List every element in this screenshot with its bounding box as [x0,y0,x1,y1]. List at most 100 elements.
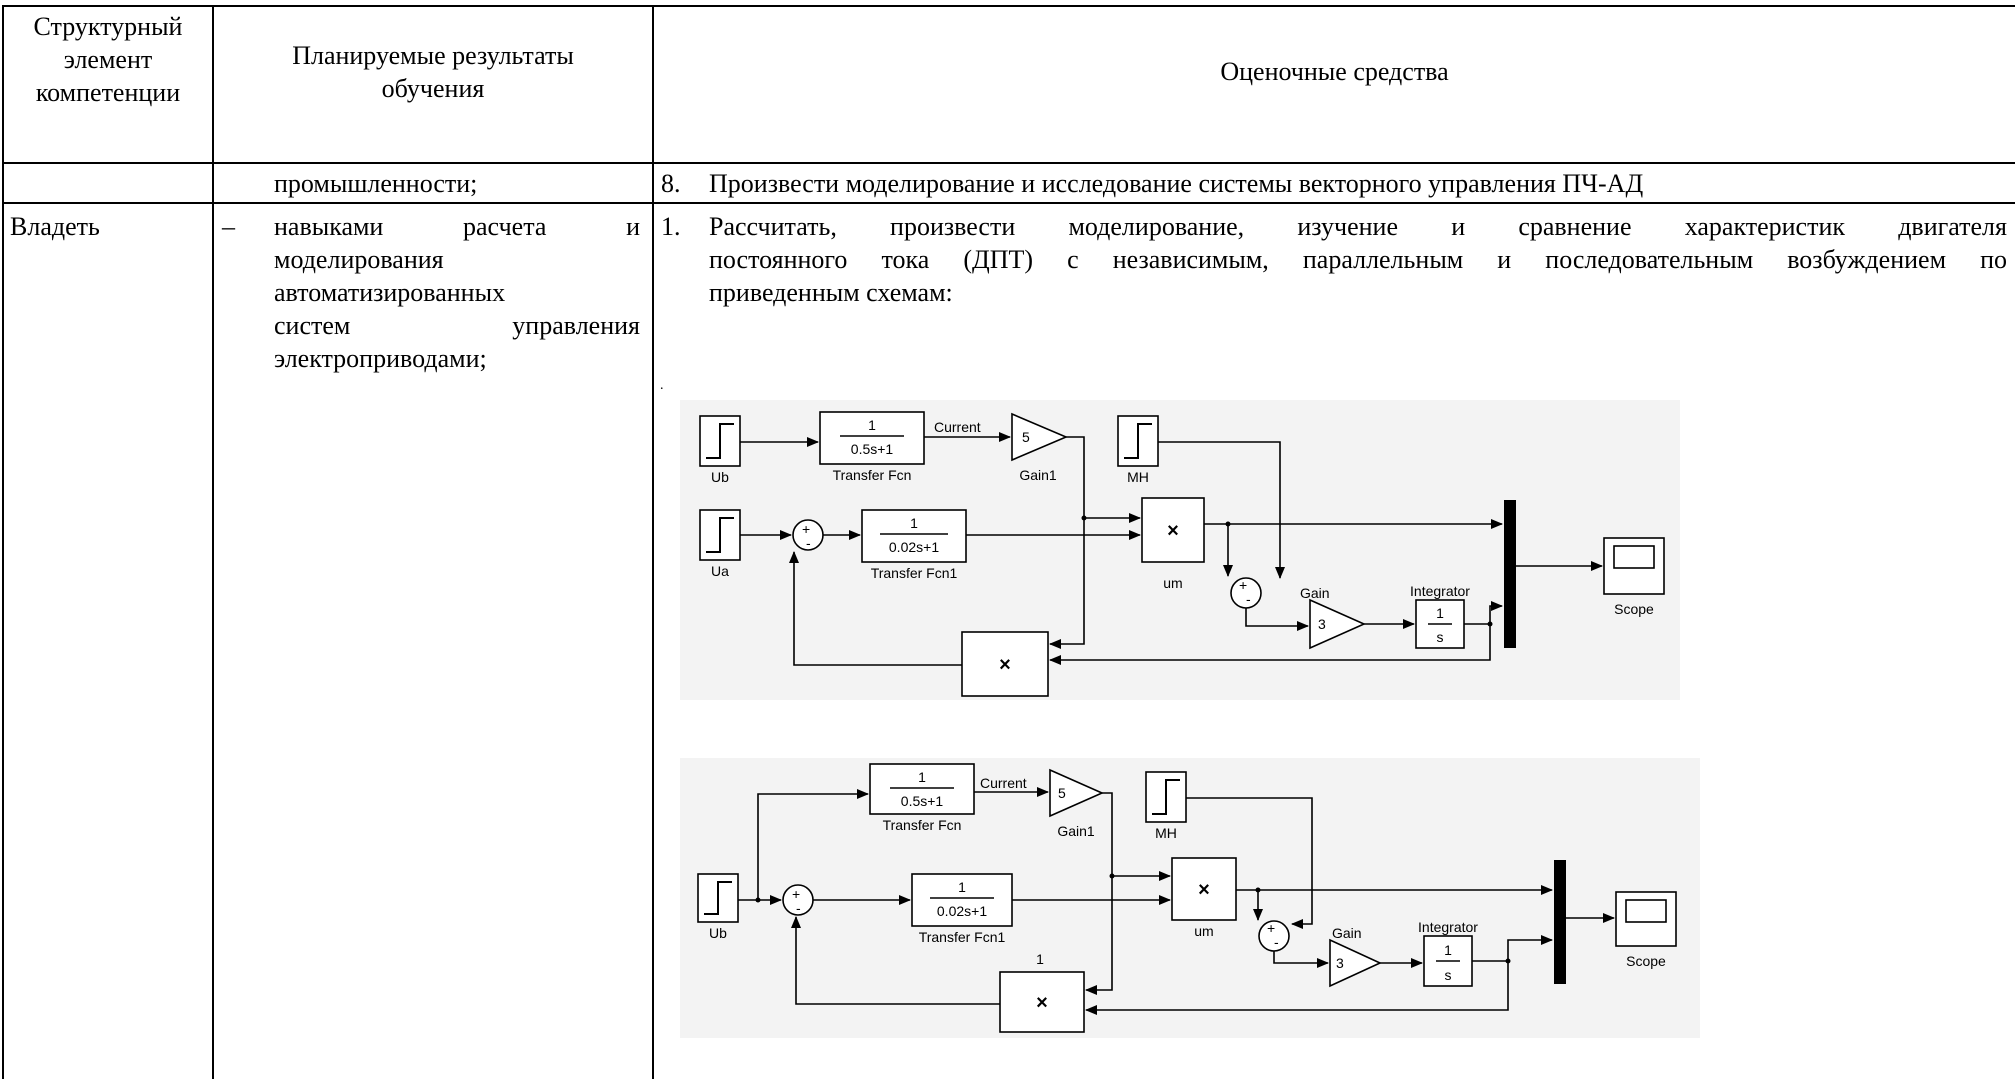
gain1-name: Gain1 [1019,467,1057,483]
row2-results-line2: моделирования [274,245,444,274]
gain-block [1309,598,1366,650]
sum2-plus: + [1267,920,1275,936]
gain-value: 3 [1318,616,1326,632]
label-ub: Ub [709,925,727,941]
row1-results: промышленности; [274,169,478,198]
row2-tools-line3: приведенным схемам: [709,278,953,307]
simulink-diagram-1: Ub Ua MH 1 0.5s+1 Transfer Fcn Current 5… [680,400,1680,700]
sum2-minus: - [1246,591,1251,607]
stray-dot: . [660,378,664,393]
sum2-minus: - [1274,934,1279,950]
diagram-1-svg: Ub Ua MH 1 0.5s+1 Transfer Fcn Current 5… [699,411,1665,697]
step-mh-icon [1124,423,1152,459]
tf2-name: Transfer Fcn1 [919,929,1006,945]
tf2-name: Transfer Fcn1 [871,565,958,581]
scope-screen-icon [1613,545,1655,569]
table-col-divider-2 [652,5,654,1079]
scope-screen-icon [1625,899,1667,923]
transfer-fcn-block [819,411,925,465]
simulink-diagram-2: Ub MH 1 0.5s+1 Transfer Fcn Current 5 Ga… [680,758,1700,1038]
feedback-times: × [1036,992,1048,1014]
signal-current: Current [934,419,981,435]
header-results-line1: Планируемые результаты [292,41,574,70]
label-ua: Ua [711,563,729,579]
tf1-denominator: 0.5s+1 [851,441,894,457]
integrator-denominator: s [1445,967,1452,983]
label-mh: MH [1127,469,1149,485]
sum1-plus: + [802,521,810,537]
table-row1-bottom [2,202,2015,204]
transfer-fcn1-block [861,509,967,563]
row2-results: навыками расчета и моделирования автомат… [274,210,640,375]
product-um-block [1171,857,1237,921]
transfer-fcn1-block [911,873,1013,927]
table-col-divider-1 [212,5,214,1079]
um-times: × [1167,520,1179,542]
tf1-name: Transfer Fcn [833,467,912,483]
transfer-fcn-block [869,763,975,815]
header-results-line2: обучения [381,74,485,103]
table-border-top [2,5,2015,7]
product-feedback-block [999,971,1085,1033]
scope-name: Scope [1626,953,1666,969]
um-times: × [1198,879,1210,901]
row2-results-line5: электроприводами; [274,344,487,373]
label-ub: Ub [711,469,729,485]
step-ub-icon [706,423,734,459]
table-border-left [2,5,4,1079]
header-tools: Оценочные средства [1220,57,1449,86]
feedback-times: × [999,654,1011,676]
gain1-block [1049,768,1104,818]
tf1-numerator: 1 [918,769,926,785]
sum1-minus: - [796,900,801,916]
gain-name: Gain [1300,585,1330,601]
tf2-denominator: 0.02s+1 [937,903,987,919]
gain1-value: 5 [1022,429,1030,445]
tf2-denominator: 0.02s+1 [889,539,939,555]
integrator-denominator: s [1437,629,1444,645]
tf1-name: Transfer Fcn [883,817,962,833]
um-name: um [1163,575,1182,591]
sum1-minus: - [806,535,811,551]
tf2-numerator: 1 [958,879,966,895]
gain-block [1329,938,1382,988]
diagram-2-svg: Ub MH 1 0.5s+1 Transfer Fcn Current 5 Ga… [697,763,1677,1033]
um-name: um [1194,923,1213,939]
tf2-numerator: 1 [910,515,918,531]
mux-bar [1504,500,1516,648]
row1-tools-number: 8. [661,169,681,198]
header-element-line1: Структурный [33,12,183,41]
tf1-numerator: 1 [868,417,876,433]
row2-results-line4: систем управления [274,311,640,340]
row2-results-line3: автоматизированных [274,278,506,307]
integrator-numerator: 1 [1436,605,1444,621]
header-element: Структурный элемент компетенции [4,10,212,109]
feedback-label: 1 [1036,951,1044,967]
gain1-value: 5 [1058,785,1066,801]
integrator-name: Integrator [1410,583,1470,599]
scope-name: Scope [1614,601,1654,617]
step-ub-icon [704,881,732,915]
integrator-numerator: 1 [1444,942,1452,958]
row2-tools-line1: Рассчитать, произвести моделирование, из… [709,212,2007,241]
gain1-name: Gain1 [1057,823,1095,839]
row2-tools-number: 1. [661,212,681,241]
product-um-block [1141,497,1205,563]
gain1-block [1011,412,1069,462]
tf1-denominator: 0.5s+1 [901,793,944,809]
step-mh-icon [1152,779,1180,815]
header-element-line3: компетенции [35,78,181,107]
signal-current: Current [980,775,1027,791]
row1-tools: Произвести моделирование и исследование … [709,169,1644,198]
step-ua-icon [706,517,734,553]
gain-name: Gain [1332,925,1362,941]
row2-results-line1: навыками расчета и [274,212,640,241]
table-header-bottom [2,162,2015,164]
sum1-plus: + [792,886,800,902]
row2-element: Владеть [10,212,100,241]
row2-tools-line2: постоянного тока (ДПТ) с независимым, па… [709,245,2007,274]
sum2-plus: + [1239,577,1247,593]
row2-tools: Рассчитать, произвести моделирование, из… [709,210,2007,309]
integrator-name: Integrator [1418,919,1478,935]
mux-bar [1554,860,1566,984]
